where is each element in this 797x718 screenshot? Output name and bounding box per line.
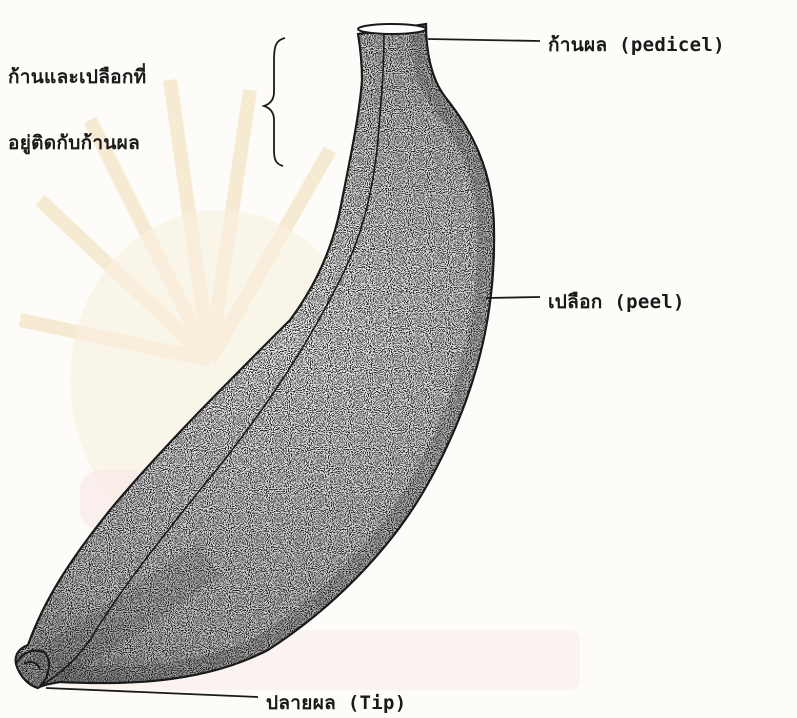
stalk-peel-label-line1: ก้านและเปลือกที่	[8, 62, 147, 92]
stalk-peel-label-line2: อยู่ติดกับก้านผล	[8, 128, 140, 158]
tip-label: ปลายผล (Tip)	[266, 688, 407, 718]
peel-label: เปลือก (peel)	[548, 287, 685, 317]
pedicel-label: ก้านผล (pedicel)	[548, 30, 725, 60]
stalk-bracket	[264, 38, 285, 166]
peel-leader-line	[486, 297, 540, 298]
pedicel-opening	[358, 24, 426, 34]
pedicel-leader-line	[428, 39, 540, 41]
